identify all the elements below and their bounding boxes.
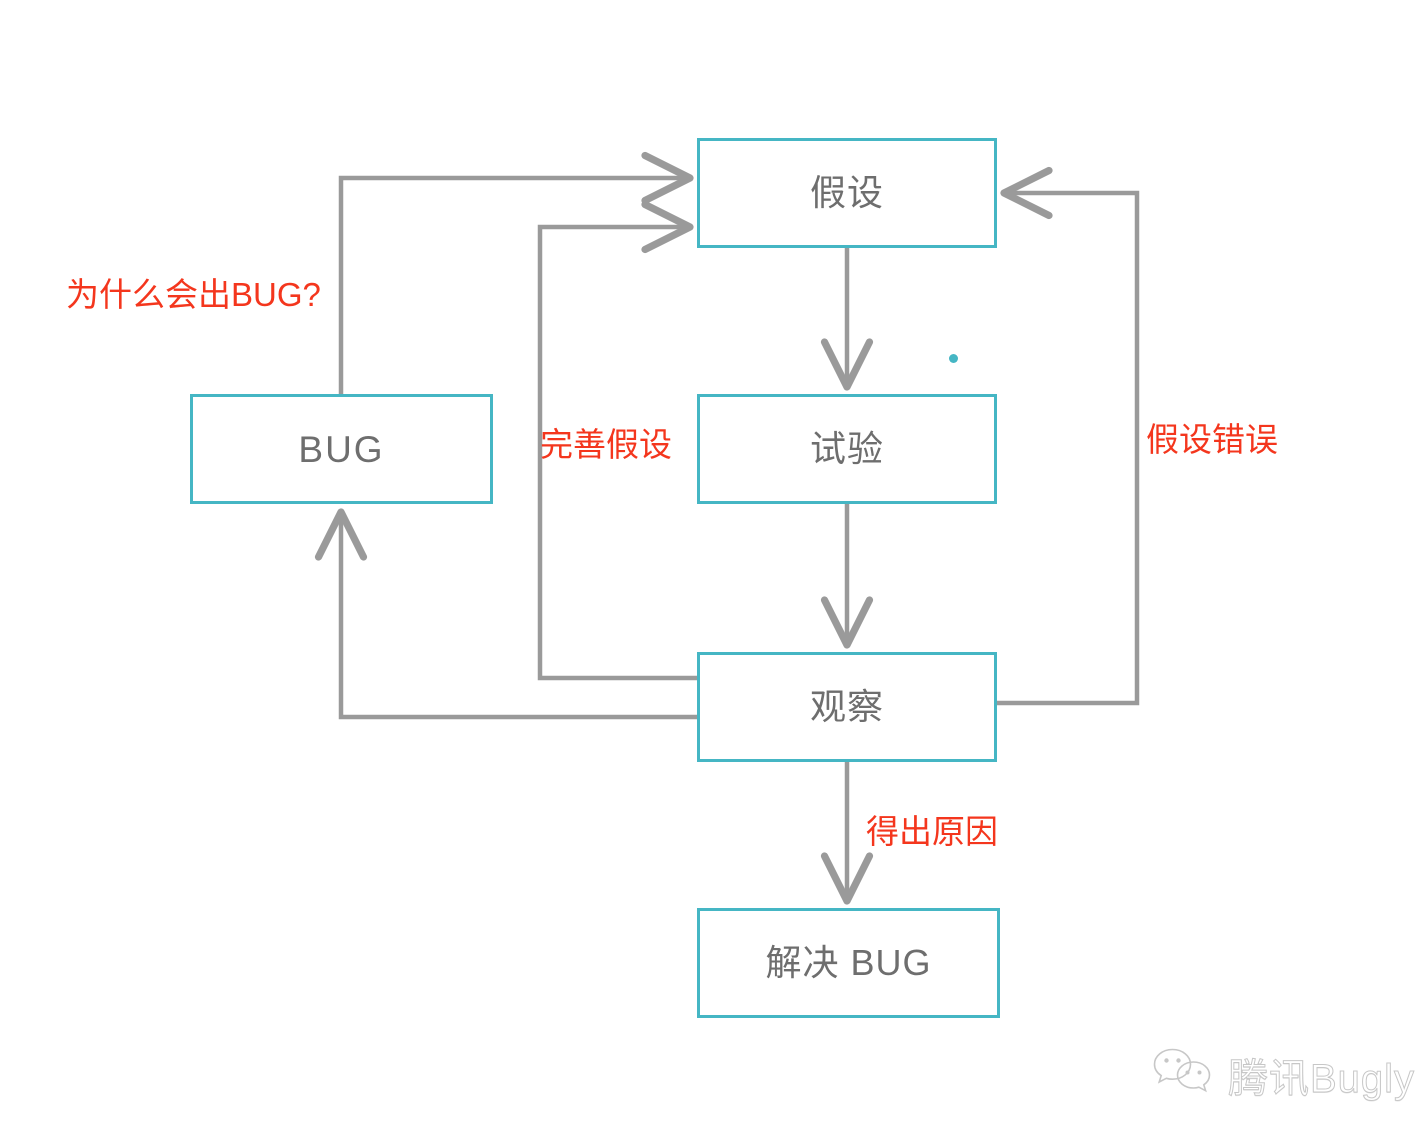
node-observe[interactable]: 观察 bbox=[697, 652, 997, 762]
watermark: 腾讯Bugly bbox=[1152, 1046, 1415, 1104]
edge-label-refine-hypothesis: 完善假设 bbox=[540, 426, 672, 463]
node-bug-label: BUG bbox=[298, 428, 385, 470]
edge-label-why-bug: 为什么会出BUG? bbox=[66, 276, 321, 313]
node-bug[interactable]: BUG bbox=[190, 394, 493, 504]
node-resolve-label: 解决 BUG bbox=[765, 942, 932, 983]
stray-dot-marker bbox=[949, 354, 958, 363]
node-experiment-label: 试验 bbox=[809, 428, 884, 469]
edge-observe-to-hypothesis-wrong bbox=[994, 166, 1140, 706]
edge-bug-to-hypothesis bbox=[338, 151, 694, 397]
node-hypothesis[interactable]: 假设 bbox=[697, 138, 997, 248]
node-hypothesis-label: 假设 bbox=[809, 172, 884, 213]
node-resolve[interactable]: 解决 BUG bbox=[697, 908, 1000, 1018]
node-experiment[interactable]: 试验 bbox=[697, 394, 997, 504]
wechat-icon bbox=[1152, 1047, 1214, 1104]
edge-label-found-cause: 得出原因 bbox=[866, 813, 998, 850]
node-observe-label: 观察 bbox=[809, 686, 884, 727]
edge-observe-to-hypothesis-refine bbox=[537, 200, 700, 681]
edge-observe-to-bug bbox=[314, 508, 700, 720]
watermark-text: 腾讯Bugly bbox=[1227, 1057, 1416, 1102]
edge-label-wrong-hypothesis: 假设错误 bbox=[1146, 421, 1278, 458]
